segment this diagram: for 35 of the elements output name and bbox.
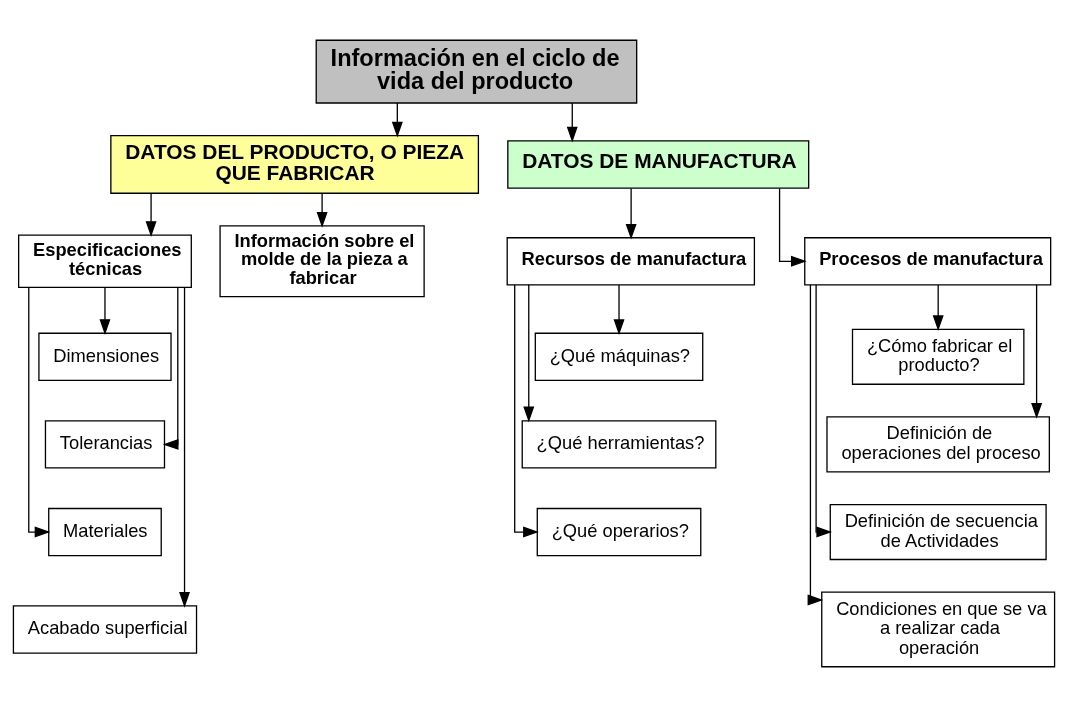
node-box: Procesos de manufactura: [804, 237, 1052, 286]
node-box: ¿Cómo fabricar el producto?: [851, 328, 1025, 385]
node-box: Definición de secuencia de Actividades: [829, 503, 1047, 561]
arrow: [932, 284, 944, 331]
arrow: [523, 284, 535, 423]
node-box: ¿Qué máquinas?: [534, 332, 704, 381]
arrow: [807, 284, 824, 606]
node-box: ¿Qué herramientas?: [521, 420, 717, 469]
arrow: [162, 286, 179, 450]
node-box: DATOS DE MANUFACTURA: [507, 140, 810, 189]
arrow: [145, 192, 157, 237]
arrow: [778, 187, 807, 267]
node-box: Definición de operaciones del proceso: [826, 416, 1050, 473]
node-box: ¿Qué operarios?: [536, 507, 702, 557]
node-box: Información en el ciclo de vida del producto: [315, 39, 638, 104]
node-box: Condiciones en que se va a realizar cada operación: [821, 591, 1056, 668]
arrow: [625, 187, 637, 240]
node-box: Recursos de manufactura: [506, 237, 756, 286]
arrow: [28, 287, 51, 538]
arrow: [391, 102, 403, 138]
arrow: [613, 284, 625, 336]
node-box: DATOS DEL PRODUCTO, O PIEZA QUE FABRICAR: [110, 135, 480, 194]
arrow: [514, 284, 539, 538]
node-box: Información sobre el molde de la pieza a fabricar: [219, 225, 425, 298]
node-box: Acabado superficial: [12, 605, 198, 654]
arrow: [179, 287, 191, 608]
arrow: [316, 192, 328, 228]
node-box: Dimensiones: [38, 332, 172, 381]
arrow: [815, 284, 833, 538]
node-box: Materiales: [48, 507, 162, 557]
arrow: [566, 102, 578, 143]
arrow: [99, 287, 111, 335]
node-box: Especificaciones técnicas: [18, 234, 192, 289]
node-box: Tolerancias: [44, 420, 166, 469]
arrow: [1031, 284, 1043, 419]
